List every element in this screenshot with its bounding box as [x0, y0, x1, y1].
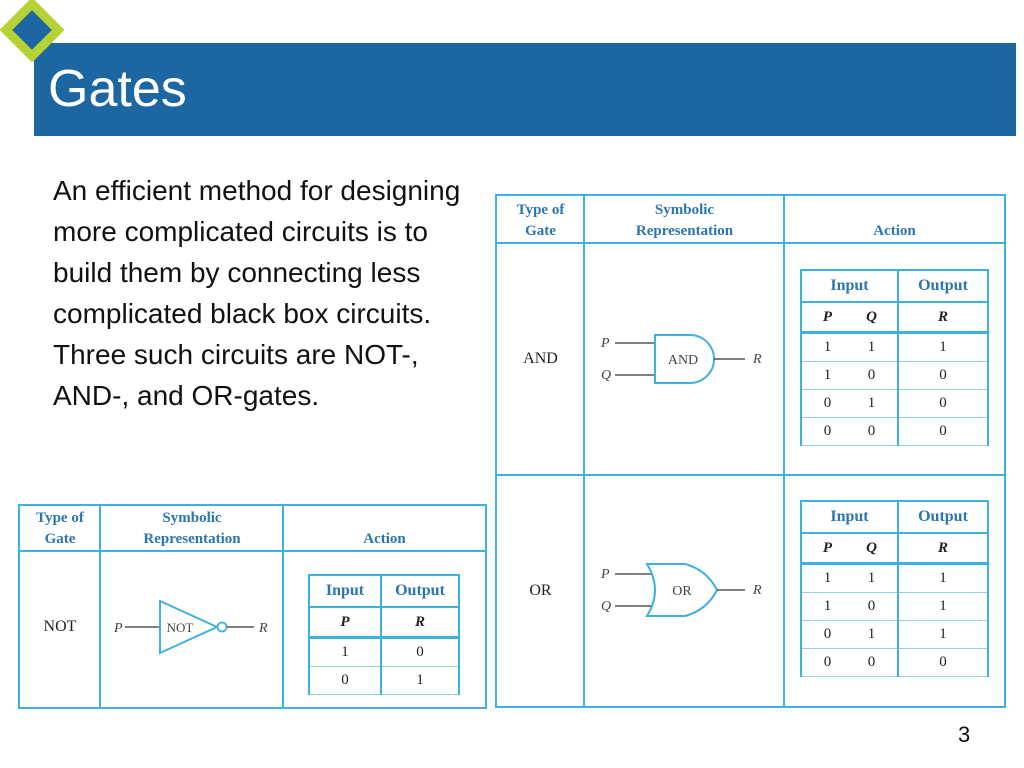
and-output-header: Output: [897, 269, 989, 303]
and-r-header: R: [897, 302, 989, 334]
or-output-r-label: R: [752, 583, 762, 598]
and-input-header: Input: [800, 269, 899, 303]
and-or-table-grid: [495, 194, 1006, 708]
page-number: 3: [958, 722, 971, 747]
and-input-p-label: P: [600, 336, 610, 351]
not-gate-symbol: P NOT R: [113, 599, 268, 655]
gate-name-or: OR: [529, 582, 552, 599]
or-gate-symbol: P Q OR R: [600, 563, 762, 617]
or-input-q-label: Q: [601, 599, 611, 614]
not-symbol-label: NOT: [167, 620, 194, 635]
not-r-header: R: [380, 607, 460, 639]
or-input-p-label: P: [600, 567, 610, 582]
not-header-action: Action: [363, 531, 406, 547]
gate-name-not: NOT: [43, 618, 77, 635]
not-input-p-label: P: [113, 621, 123, 636]
not-input-header: Input: [308, 574, 382, 608]
and-input-q-label: Q: [601, 368, 611, 383]
not-p-header: P: [308, 607, 382, 639]
not-table-grid: [18, 504, 487, 709]
or-r-header: R: [897, 533, 989, 565]
gate-name-and: AND: [523, 350, 558, 367]
or-input-header: Input: [800, 500, 899, 534]
or-output-header: Output: [897, 500, 989, 534]
title-bar: Gates: [34, 43, 1016, 136]
slide-title: Gates: [48, 60, 187, 118]
body-paragraph: An efficient method for designing more c…: [53, 175, 461, 411]
and-symbol-label: AND: [668, 353, 698, 368]
diamond-logo-inner: [12, 10, 52, 50]
header-action: Action: [873, 223, 916, 239]
not-output-r-label: R: [258, 621, 268, 636]
not-output-header: Output: [380, 574, 460, 608]
or-symbol-label: OR: [672, 584, 692, 599]
and-gate-symbol: P Q AND R: [600, 334, 762, 384]
and-output-r-label: R: [752, 352, 762, 367]
